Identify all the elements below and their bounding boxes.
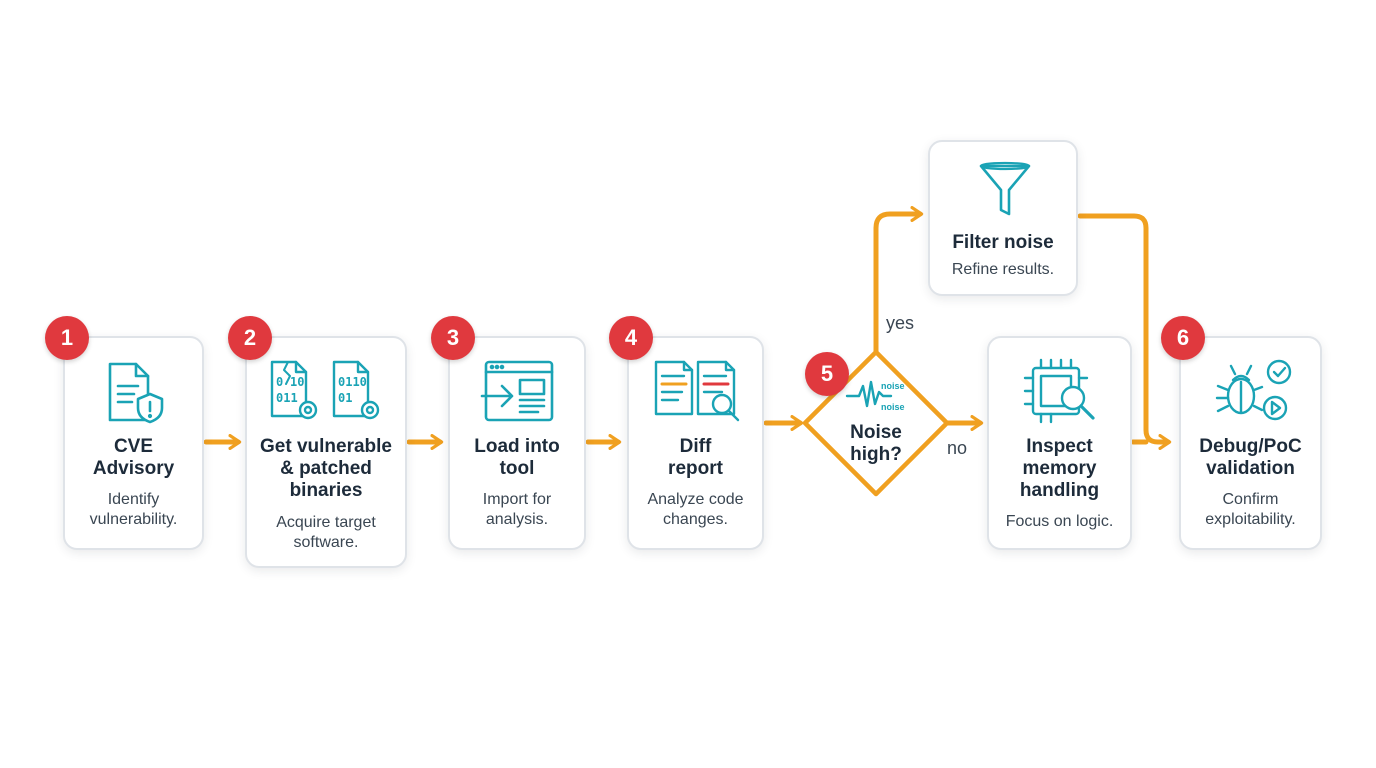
step-card-diff-report: Diff report Analyze code changes. xyxy=(627,336,764,550)
filter-noise-title: Filter noise xyxy=(952,232,1054,253)
step-description: Confirm exploitability. xyxy=(1205,491,1296,528)
arrow-filter-to-6 xyxy=(1077,213,1172,451)
arrow-decision-yes xyxy=(873,205,924,355)
svg-text:10: 10 xyxy=(290,375,304,389)
yes-branch-label: yes xyxy=(886,313,915,333)
no-branch-label: no xyxy=(947,438,968,458)
bug-check-play-icon xyxy=(1215,359,1292,421)
document-shield-icon xyxy=(108,362,164,424)
svg-text:011: 011 xyxy=(276,391,298,405)
import-window-icon xyxy=(480,360,554,422)
step-card-load-into-tool: Load into tool Import for analysis. xyxy=(448,336,586,550)
svg-text:0110: 0110 xyxy=(338,375,367,389)
step-number-badge: 5 xyxy=(805,352,849,396)
step-description: Identify vulnerability. xyxy=(89,491,178,528)
step-description: Analyze code changes. xyxy=(647,491,744,528)
svg-text:01: 01 xyxy=(338,391,352,405)
step-title: Get vulnerable & patched binaries xyxy=(260,436,392,501)
step-number-badge: 6 xyxy=(1161,316,1205,360)
diff-documents-magnifier-icon xyxy=(654,360,740,422)
binary-files-gear-icon: 0 10 011 0110 01 xyxy=(270,360,380,420)
noise-waveform-icon: noise noise xyxy=(845,380,905,412)
svg-text:0: 0 xyxy=(276,375,283,389)
step-card-cve-advisory: CVE Advisory Identify vulnerability. xyxy=(63,336,204,550)
step-title: Load into tool xyxy=(474,436,560,479)
step-description: Acquire target software. xyxy=(276,514,376,551)
step-card-debug-poc: Debug/PoC validation Confirm exploitabil… xyxy=(1179,336,1322,550)
step-number-badge: 4 xyxy=(609,316,653,360)
noise-label: noise xyxy=(881,402,905,412)
step-number-badge: 1 xyxy=(45,316,89,360)
inspect-memory-card: Inspect memory handling Focus on logic. xyxy=(987,336,1132,550)
step-description: Import for analysis. xyxy=(482,491,552,528)
filter-noise-card: Filter noise Refine results. xyxy=(928,140,1078,296)
inspect-memory-description: Focus on logic. xyxy=(1005,513,1114,530)
inspect-memory-title: Inspect memory handling xyxy=(1019,436,1100,501)
step-title: CVE Advisory xyxy=(92,436,175,479)
step-number-badge: 3 xyxy=(431,316,475,360)
step-card-get-binaries: 0 10 011 0110 01 Get vulnerable & patched… xyxy=(245,336,407,568)
funnel-icon xyxy=(979,161,1031,216)
chip-magnifier-icon xyxy=(1023,358,1095,424)
decision-question: Noise high? xyxy=(850,422,902,465)
step-title: Debug/PoC validation xyxy=(1199,436,1302,479)
noise-label: noise xyxy=(881,381,905,391)
step-number-badge: 2 xyxy=(228,316,272,360)
filter-noise-description: Refine results. xyxy=(951,261,1055,278)
step-title: Diff report xyxy=(668,436,723,479)
